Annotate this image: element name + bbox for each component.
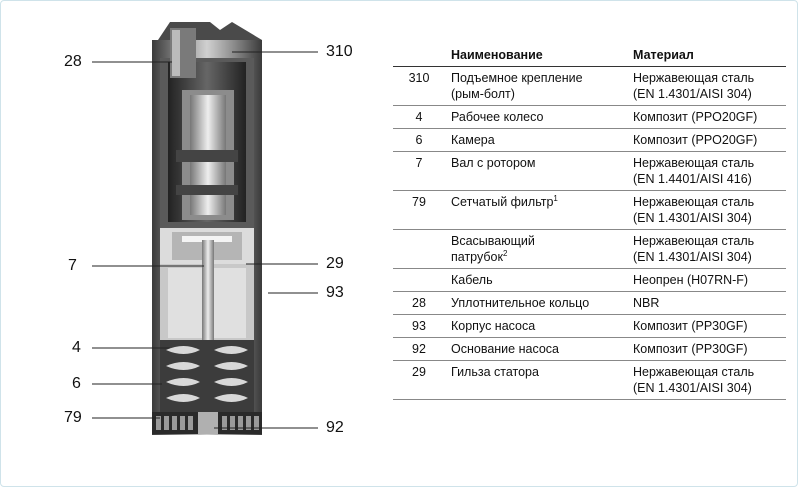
- row-name-cell: Камера: [445, 128, 627, 152]
- row-material: Композит (PP30GF): [633, 319, 748, 333]
- row-number: 93: [393, 314, 445, 338]
- row-material-cell: Нержавеющая сталь (EN 1.4301/AISI 304): [627, 229, 786, 269]
- row-number: [393, 268, 445, 292]
- row-number: 28: [393, 291, 445, 315]
- row-material-cell: NBR: [627, 291, 786, 315]
- row-material-cell: Композит (PP30GF): [627, 314, 786, 338]
- row-material-cell: Нержавеющая сталь (EN 1.4301/AISI 304): [627, 66, 786, 106]
- table-row: 6 Камера Композит (PPO20GF): [393, 128, 786, 152]
- row-name-cell: Вал с ротором: [445, 151, 627, 191]
- pump-cutaway-diagram: 28 310 7 29 93 4 6 79 92: [0, 0, 380, 489]
- callout-7: 7: [68, 257, 77, 274]
- table-row: 92 Основание насоса Композит (PP30GF): [393, 337, 786, 361]
- table-row: Кабель Неопрен (H07RN-F): [393, 268, 786, 292]
- row-name-cell: Подъемное крепление (рым-болт): [445, 66, 627, 106]
- row-name: Всасывающий патрубок: [451, 234, 535, 264]
- row-material: Нержавеющая сталь (EN 1.4301/AISI 304): [633, 234, 755, 264]
- callout-310: 310: [326, 43, 353, 60]
- row-name: Камера: [451, 133, 495, 147]
- row-material: Нержавеющая сталь (EN 1.4301/AISI 304): [633, 195, 755, 225]
- row-name: Корпус насоса: [451, 319, 536, 333]
- row-name: Сетчатый фильтр: [451, 195, 554, 209]
- row-name: Уплотнительное кольцо: [451, 296, 590, 310]
- row-number: 92: [393, 337, 445, 361]
- callout-29: 29: [326, 255, 344, 272]
- row-material: Нержавеющая сталь (EN 1.4301/AISI 304): [633, 365, 755, 395]
- row-material-cell: Нержавеющая сталь (EN 1.4301/AISI 304): [627, 360, 786, 400]
- row-material: Неопрен (H07RN-F): [633, 273, 749, 287]
- row-name-cell: Сетчатый фильтр1: [445, 190, 627, 230]
- footnote-marker: 2: [502, 248, 508, 258]
- row-name: Гильза статора: [451, 365, 539, 379]
- row-name: Вал с ротором: [451, 156, 536, 170]
- row-material: Композит (PP30GF): [633, 342, 748, 356]
- row-name-cell: Корпус насоса: [445, 314, 627, 338]
- row-name-cell: Всасывающий патрубок2: [445, 229, 627, 269]
- row-name: Кабель: [451, 273, 493, 287]
- table-row: 28 Уплотнительное кольцо NBR: [393, 291, 786, 315]
- callout-28: 28: [64, 53, 82, 70]
- row-material: NBR: [633, 296, 660, 310]
- row-number: [393, 229, 445, 269]
- row-material-cell: Композит (PPO20GF): [627, 128, 786, 152]
- callout-92: 92: [326, 419, 344, 436]
- callout-93: 93: [326, 284, 344, 301]
- row-name-cell: Кабель: [445, 268, 627, 292]
- row-name-cell: Гильза статора: [445, 360, 627, 400]
- table-row: 7 Вал с ротором Нержавеющая сталь (EN 1.44…: [393, 151, 786, 191]
- row-material-cell: Нержавеющая сталь (EN 1.4401/AISI 416): [627, 151, 786, 191]
- impeller-stages: [160, 340, 254, 412]
- row-name-cell: Основание насоса: [445, 337, 627, 361]
- header-name: Наименование: [445, 46, 627, 67]
- row-name: Рабочее колесо: [451, 110, 544, 124]
- header-material: Материал: [627, 46, 786, 67]
- row-name: Основание насоса: [451, 342, 559, 356]
- row-number: 29: [393, 360, 445, 400]
- row-material-cell: Композит (PPO20GF): [627, 105, 786, 129]
- leader-lines: [92, 51, 318, 429]
- row-material-cell: Неопрен (H07RN-F): [627, 268, 786, 292]
- callout-79: 79: [64, 409, 82, 426]
- row-material: Нержавеющая сталь (EN 1.4401/AISI 416): [633, 156, 755, 186]
- table-row: 29 Гильза статора Нержавеющая сталь (EN 1.…: [393, 360, 786, 400]
- footnote-marker: 1: [553, 193, 558, 203]
- header-number: [393, 46, 445, 67]
- row-number: 79: [393, 190, 445, 230]
- row-material: Композит (PPO20GF): [633, 133, 758, 147]
- row-number: 4: [393, 105, 445, 129]
- row-number: 310: [393, 66, 445, 106]
- pump-cutaway-illustration: [92, 22, 318, 435]
- row-number: 6: [393, 128, 445, 152]
- callout-4: 4: [72, 339, 81, 356]
- row-material: Композит (PPO20GF): [633, 110, 758, 124]
- row-name-cell: Рабочее колесо: [445, 105, 627, 129]
- row-number: 7: [393, 151, 445, 191]
- table-row: 93 Корпус насоса Композит (PP30GF): [393, 314, 786, 338]
- row-name: Подъемное крепление (рым-болт): [451, 71, 583, 101]
- row-material: Нержавеющая сталь (EN 1.4301/AISI 304): [633, 71, 755, 101]
- row-material-cell: Нержавеющая сталь (EN 1.4301/AISI 304): [627, 190, 786, 230]
- table-header-row: Наименование Материал: [393, 46, 786, 67]
- row-name-cell: Уплотнительное кольцо: [445, 291, 627, 315]
- row-material-cell: Композит (PP30GF): [627, 337, 786, 361]
- table-row: 4 Рабочее колесо Композит (PPO20GF): [393, 105, 786, 129]
- pump-base: [198, 412, 218, 434]
- callout-6: 6: [72, 375, 81, 392]
